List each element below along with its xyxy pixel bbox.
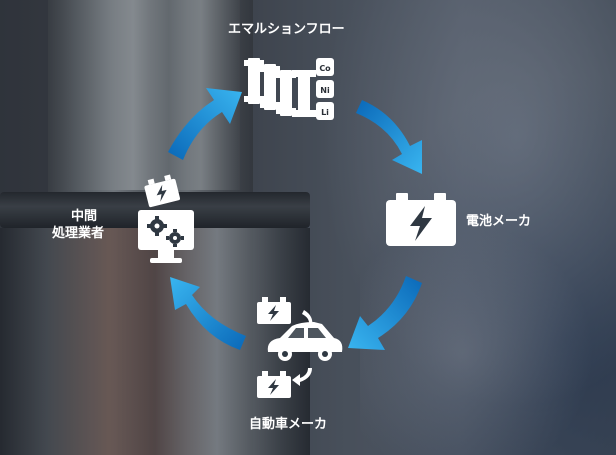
background-tube-upper	[62, 0, 240, 190]
label-battery-maker: 電池メーカ	[466, 214, 532, 229]
gears-monitor-icon	[138, 210, 194, 263]
label-intermediate-line2: 処理業者	[52, 226, 105, 241]
element-co: Co	[319, 64, 331, 73]
arrow-automaker-to-intermediate	[170, 277, 246, 350]
label-emulsion-flow: エマルションフロー	[228, 22, 345, 37]
label-automaker: 自動車メーカ	[249, 417, 328, 432]
battery-icon	[386, 193, 456, 246]
element-ni: Ni	[320, 86, 330, 95]
arrow-battery-to-automaker	[348, 276, 422, 350]
arrow-emulsion-to-battery	[356, 100, 422, 174]
background-tube-lower	[0, 228, 310, 455]
label-intermediate-line1: 中間	[70, 209, 97, 224]
emulsion-flow-apparatus-icon	[244, 58, 334, 120]
battery-small-icon	[257, 297, 291, 324]
battery-small-icon-bottom	[257, 371, 291, 398]
battery-tilted-icon	[144, 174, 181, 208]
car-icon	[267, 322, 343, 361]
arrow-small-return-icon	[292, 368, 312, 386]
arrow-intermediate-to-emulsion	[168, 88, 242, 160]
element-li: Li	[321, 108, 329, 117]
